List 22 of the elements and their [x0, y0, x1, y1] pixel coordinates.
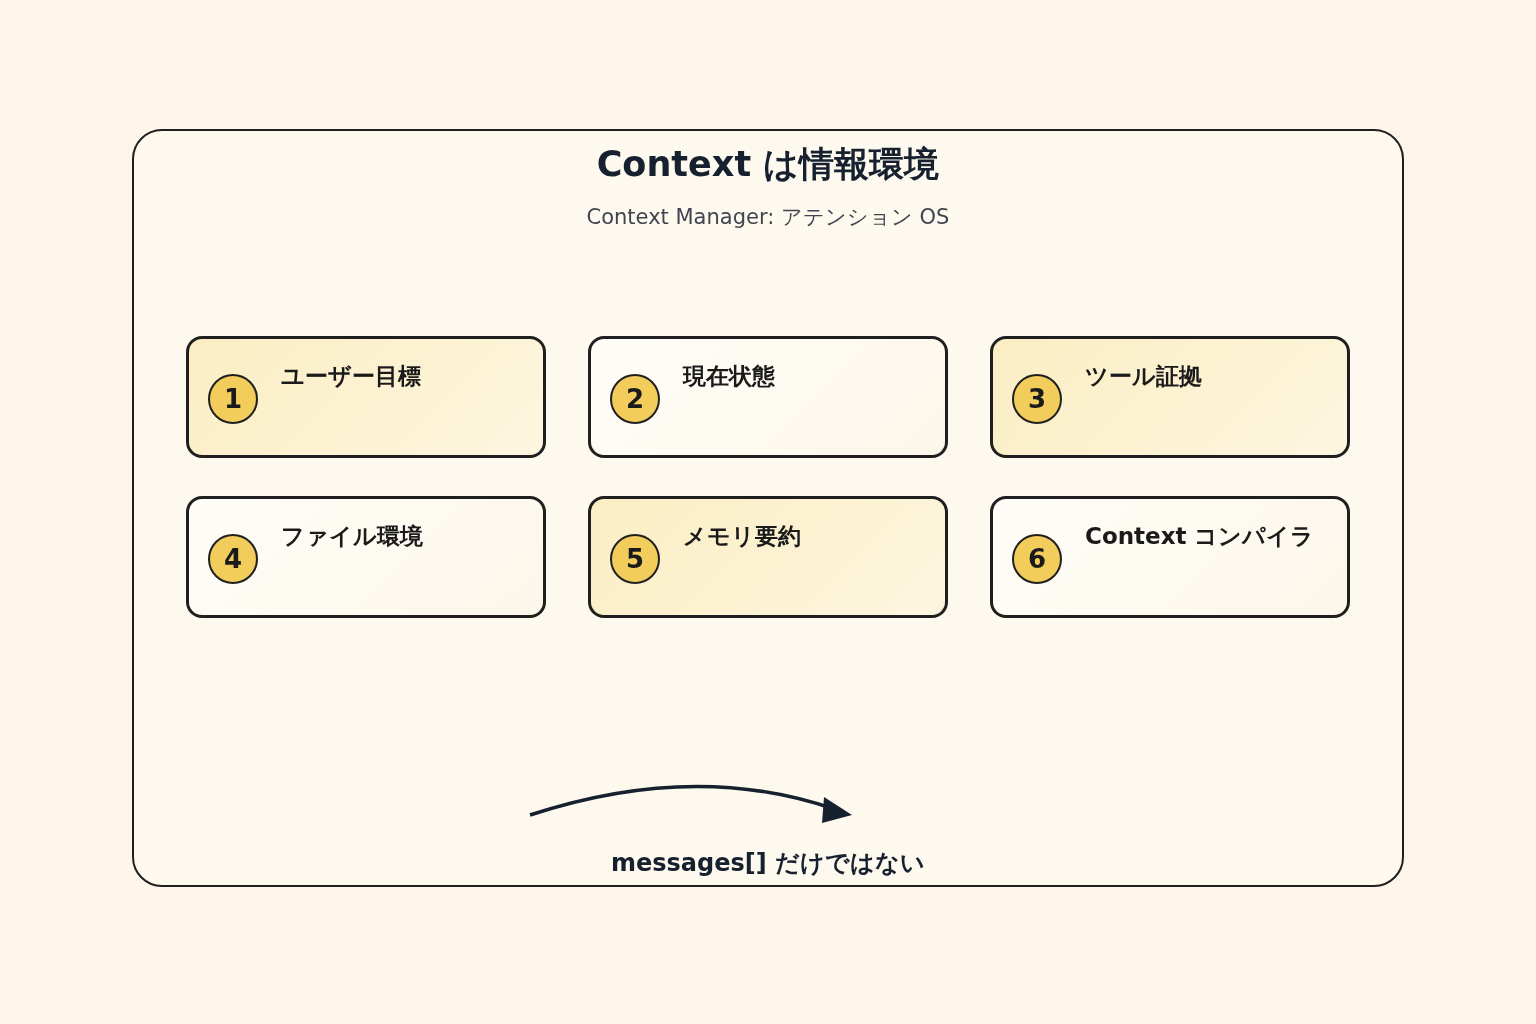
card-label: 現在状態	[683, 362, 775, 391]
card-label: ファイル環境	[281, 522, 423, 551]
number-badge: 2	[610, 374, 660, 424]
card-label: メモリ要約	[683, 522, 801, 551]
number-badge: 5	[610, 534, 660, 584]
item-card	[588, 496, 948, 618]
item-card	[990, 496, 1350, 618]
note-text: messages[] だけではない	[609, 848, 927, 879]
number-badge: 4	[208, 534, 258, 584]
item-card	[186, 336, 546, 458]
subtitle: Context Manager: アテンション OS	[585, 204, 951, 231]
item-card	[186, 496, 546, 618]
panel-background	[132, 129, 1404, 887]
item-card	[990, 336, 1350, 458]
number-badge: 6	[1012, 534, 1062, 584]
number-badge: 3	[1012, 374, 1062, 424]
panel-heading: Context は情報環境	[595, 143, 941, 186]
item-card	[588, 336, 948, 458]
card-label: ユーザー目標	[281, 362, 421, 391]
card-label: Context コンパイラ	[1085, 522, 1315, 551]
number-badge: 1	[208, 374, 258, 424]
card-label: ツール証拠	[1085, 362, 1202, 391]
